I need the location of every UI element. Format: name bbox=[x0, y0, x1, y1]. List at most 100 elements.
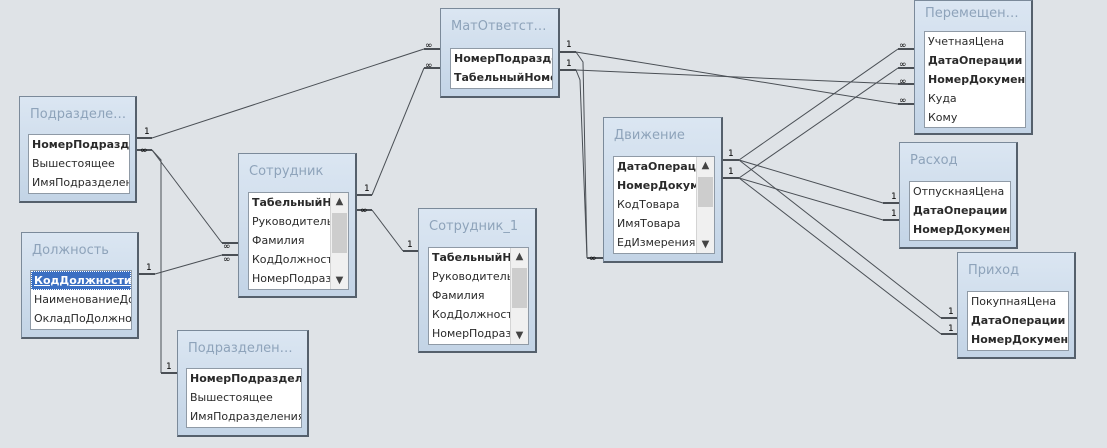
field-item[interactable]: НомерДокумента bbox=[913, 223, 1010, 236]
cardinality-one-label: 1 bbox=[948, 307, 954, 317]
relationship-line[interactable] bbox=[738, 48, 899, 161]
cardinality-many-label: ∞ bbox=[425, 61, 433, 71]
field-item[interactable]: НомерПодразделения bbox=[32, 138, 129, 151]
cardinality-one-label: 1 bbox=[566, 40, 572, 50]
field-list[interactable]: ОтпускнаяЦена ДатаОперации НомерДокумент… bbox=[909, 181, 1011, 241]
table-dolzhnost[interactable]: Должность КодДолжности НаименованиеДолжн… bbox=[21, 232, 139, 339]
relationship-line[interactable] bbox=[738, 159, 942, 319]
scrollbar[interactable]: ▲ ▼ bbox=[330, 193, 348, 289]
cardinality-many-label: ∞ bbox=[899, 41, 907, 51]
field-list[interactable]: УчетнаяЦена ДатаОперации НомерДокумента … bbox=[924, 31, 1026, 128]
field-item[interactable]: ИмяПодразделения bbox=[190, 410, 301, 423]
relationship-line[interactable] bbox=[154, 254, 223, 275]
field-item[interactable]: ОтпускнаяЦена bbox=[913, 185, 1005, 198]
relationship-line[interactable] bbox=[575, 51, 588, 259]
relationship-line[interactable] bbox=[738, 67, 899, 179]
field-item[interactable]: ДатаОперации bbox=[928, 54, 1023, 67]
field-item[interactable]: ДатаОперации bbox=[971, 314, 1066, 327]
table-title: МатОтветст… bbox=[451, 19, 547, 34]
table-podrazdeleniya[interactable]: Подразделе… НомерПодразделения Вышестоящ… bbox=[19, 96, 137, 203]
relationship-line[interactable] bbox=[371, 67, 425, 196]
cardinality-one-label: 1 bbox=[728, 149, 734, 159]
scrollbar[interactable]: ▲ ▼ bbox=[696, 157, 714, 253]
relationship-line[interactable] bbox=[575, 69, 588, 259]
field-item[interactable]: НомерДокумента bbox=[617, 179, 696, 192]
field-item[interactable]: Вышестоящее bbox=[190, 391, 273, 404]
field-item[interactable]: НаименованиеДолжности bbox=[34, 293, 131, 306]
field-item[interactable]: ТабельныйНомер bbox=[432, 251, 510, 264]
field-list[interactable]: НомерПодразделения ТабельныйНомер bbox=[450, 48, 553, 89]
field-item[interactable]: ЕдИзмерения bbox=[617, 236, 696, 249]
scroll-up-icon[interactable]: ▲ bbox=[701, 160, 710, 171]
field-item[interactable]: НомерПодразделения bbox=[252, 272, 330, 285]
field-item[interactable]: НомерПодразделения bbox=[190, 372, 301, 385]
field-item[interactable]: ИмяПодразделения bbox=[32, 176, 129, 189]
scroll-thumb[interactable] bbox=[512, 268, 527, 308]
relationship-line[interactable] bbox=[575, 69, 899, 85]
field-item[interactable]: ДатаОперации bbox=[913, 204, 1008, 217]
table-title: Подразделе… bbox=[30, 107, 127, 122]
relationship-line[interactable] bbox=[575, 51, 899, 105]
table-podrazdeleniya-2[interactable]: Подразделен… НомерПодразделения Вышестоя… bbox=[177, 330, 309, 437]
scroll-down-icon[interactable]: ▼ bbox=[701, 239, 710, 250]
field-list[interactable]: КодДолжности НаименованиеДолжности Оклад… bbox=[30, 270, 132, 330]
field-list[interactable]: ТабельныйНомер Руководитель Фамилия КодД… bbox=[248, 192, 349, 290]
field-list[interactable]: ДатаОперации НомерДокумента КодТовара Им… bbox=[613, 156, 715, 254]
field-item[interactable]: ИмяТовара bbox=[617, 217, 681, 230]
cardinality-one-label: 1 bbox=[566, 59, 572, 69]
scrollbar[interactable]: ▲ ▼ bbox=[510, 248, 528, 344]
field-item[interactable]: УчетнаяЦена bbox=[928, 35, 1005, 48]
field-item[interactable]: ТабельныйНомер bbox=[252, 196, 330, 209]
field-item[interactable]: КодДолжности bbox=[432, 308, 510, 321]
scroll-up-icon[interactable]: ▲ bbox=[515, 251, 524, 262]
field-item[interactable]: ДатаОперации bbox=[617, 160, 696, 173]
cardinality-one-label: 1 bbox=[364, 184, 370, 194]
table-dvizhenie[interactable]: Движение ДатаОперации НомерДокумента Код… bbox=[603, 117, 723, 263]
field-item[interactable]: НомерДокумента bbox=[928, 73, 1025, 86]
field-item[interactable]: НомерДокумента bbox=[971, 333, 1068, 346]
table-matotvetstvennyy[interactable]: МатОтветст… НомерПодразделения Табельный… bbox=[440, 8, 560, 98]
field-list[interactable]: ПокупнаяЦена ДатаОперации НомерДокумента bbox=[967, 291, 1069, 351]
scroll-thumb[interactable] bbox=[332, 213, 347, 253]
field-item[interactable]: Фамилия bbox=[432, 289, 485, 302]
relationship-line[interactable] bbox=[151, 149, 223, 244]
field-list[interactable]: ТабельныйНомер Руководитель Фамилия КодД… bbox=[428, 247, 529, 345]
table-prikhod[interactable]: Приход ПокупнаяЦена ДатаОперации НомерДо… bbox=[957, 252, 1076, 359]
field-item[interactable]: НомерПодразделения bbox=[454, 52, 552, 65]
field-item[interactable]: Руководитель bbox=[432, 270, 510, 283]
table-sotrudnik-1[interactable]: Сотрудник_1 ТабельныйНомер Руководитель … bbox=[418, 208, 537, 353]
relationship-line[interactable] bbox=[151, 48, 425, 139]
field-item[interactable]: Руководитель bbox=[252, 215, 330, 228]
relationship-line[interactable] bbox=[151, 149, 162, 373]
field-item[interactable]: ОкладПоДолжности bbox=[34, 312, 131, 325]
field-list[interactable]: НомерПодразделения Вышестоящее ИмяПодраз… bbox=[186, 368, 302, 428]
field-item[interactable]: Вышестоящее bbox=[32, 157, 115, 170]
scroll-down-icon[interactable]: ▼ bbox=[515, 330, 524, 341]
table-raskhod[interactable]: Расход ОтпускнаяЦена ДатаОперации НомерД… bbox=[899, 142, 1018, 249]
field-item[interactable]: ПокупнаяЦена bbox=[971, 295, 1057, 308]
field-item[interactable]: КодДолжности bbox=[252, 253, 330, 266]
field-item[interactable]: Куда bbox=[928, 92, 957, 105]
field-item[interactable]: ТабельныйНомер bbox=[454, 71, 552, 84]
field-list[interactable]: НомерПодразделения Вышестоящее ИмяПодраз… bbox=[28, 134, 130, 194]
relationship-line[interactable] bbox=[738, 177, 884, 221]
relationship-line[interactable] bbox=[738, 159, 884, 204]
field-item[interactable]: КодДолжности bbox=[31, 271, 131, 290]
table-title: Должность bbox=[32, 243, 109, 258]
table-title: Подразделен… bbox=[188, 341, 293, 356]
cardinality-many-label: ∞ bbox=[140, 146, 148, 156]
scroll-down-icon[interactable]: ▼ bbox=[335, 275, 344, 286]
relationship-line[interactable] bbox=[738, 177, 942, 335]
field-item[interactable]: Кому bbox=[928, 111, 958, 124]
cardinality-one-label: 1 bbox=[407, 240, 413, 250]
field-item[interactable]: Фамилия bbox=[252, 234, 305, 247]
scroll-up-icon[interactable]: ▲ bbox=[335, 196, 344, 207]
table-sotrudnik[interactable]: Сотрудник ТабельныйНомер Руководитель Фа… bbox=[238, 153, 357, 298]
relationship-line[interactable] bbox=[371, 209, 404, 252]
field-item[interactable]: КодТовара bbox=[617, 198, 680, 211]
cardinality-one-label: 1 bbox=[728, 167, 734, 177]
table-peremeshchenie[interactable]: Перемещен… УчетнаяЦена ДатаОперации Номе… bbox=[914, 0, 1033, 135]
field-item[interactable]: НомерПодразделения bbox=[432, 327, 510, 340]
scroll-thumb[interactable] bbox=[698, 177, 713, 207]
